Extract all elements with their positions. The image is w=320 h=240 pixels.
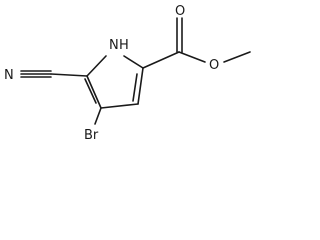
pyrrole-ring [84,55,144,109]
bond-c3-c4 [100,103,139,109]
bond-c4-c5 [86,75,102,109]
atom-label-nh-h: H [119,38,129,53]
molecule-structure: N H N O O Br [4,4,251,143]
bond-ester-o-methyl [223,51,251,63]
atom-label-carbonyl-o: O [175,4,185,19]
methyl-ester-group [142,17,251,69]
atom-label-ester-o: O [209,58,219,73]
bond-c5-n1 [86,55,107,77]
bond-c2-carbonyl-c [142,51,180,69]
bond-carbonyl-c-ester-o [178,51,206,63]
atom-label-nh-n: N [109,38,119,53]
atom-label-bromine: Br [84,128,99,143]
nitrile-group [20,70,88,78]
bond-c4-br [94,107,102,125]
atom-label-nitrile-n: N [4,68,14,83]
bond-c4-c5-double [84,78,97,104]
bond-n1-c2 [123,55,144,69]
bond-c2-c3 [137,67,144,105]
bond-c5-cn [50,73,88,77]
bond-c2-c3-double [132,73,138,102]
